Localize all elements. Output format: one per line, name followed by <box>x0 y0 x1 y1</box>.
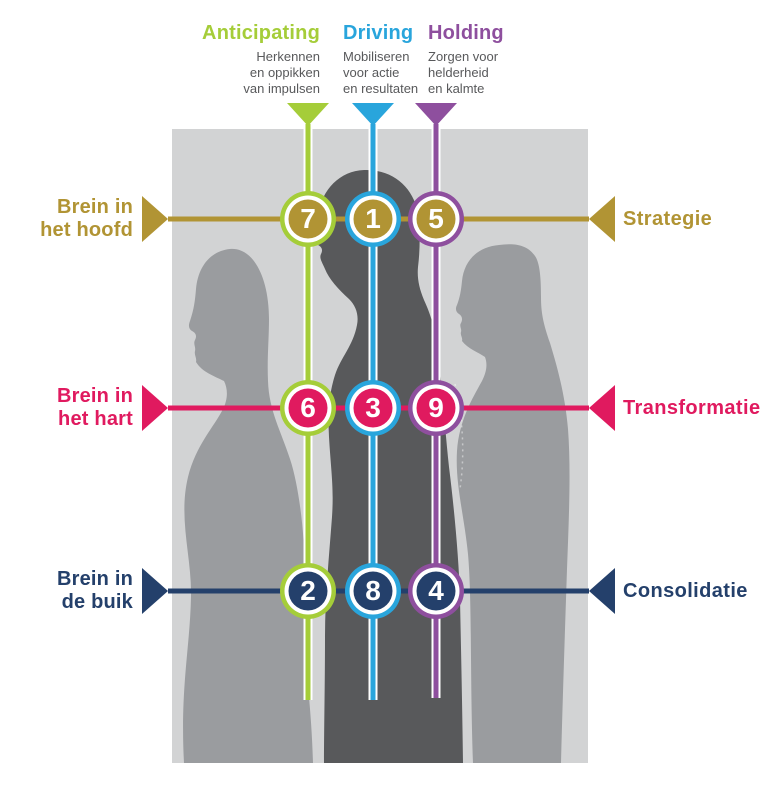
disk <box>353 388 393 428</box>
cell-circle-1 <box>345 191 401 247</box>
label-line: de buik <box>61 591 133 613</box>
cell-number: 5 <box>428 203 444 234</box>
description-line: en kalmte <box>428 81 485 96</box>
left-person-silhouette <box>183 248 313 763</box>
column-header-driving: Driving Mobiliseren voor actie en result… <box>343 21 418 97</box>
cell-number: 7 <box>300 203 316 234</box>
column-header-holding: Holding Zorgen voor helderheid en kalmte <box>428 21 504 97</box>
description-line: Zorgen voor <box>428 49 499 64</box>
right-person-silhouette <box>455 244 570 763</box>
holding-triangle-icon <box>415 103 457 126</box>
disk <box>416 388 456 428</box>
cell-circle-7 <box>280 191 336 247</box>
column-header-anticipating: Anticipating Herkennen en oppikken van i… <box>202 21 320 97</box>
description-line: van impulsen <box>243 81 320 96</box>
row-label-brein-in-het-hoofd: Brein in het hoofd <box>40 196 133 242</box>
disk <box>288 571 328 611</box>
label-line: het hoofd <box>40 219 133 241</box>
driving-triangle-icon <box>352 103 394 126</box>
anticipating-triangle-icon <box>287 103 329 126</box>
description-line: en oppikken <box>249 65 320 80</box>
cell-circle-2 <box>280 563 336 619</box>
description-line: voor actie <box>343 65 400 80</box>
cell-circle-3 <box>345 380 401 436</box>
cell-number: 3 <box>365 392 381 423</box>
holding-description: Zorgen voor helderheid en kalmte <box>428 49 504 97</box>
strategie-left-arrow-icon <box>142 196 168 242</box>
strategie-right-arrow-icon <box>589 196 615 242</box>
anticipating-description: Herkennen en oppikken van impulsen <box>202 49 320 97</box>
transformatie-left-arrow-icon <box>142 385 168 431</box>
label-line: Brein in <box>56 385 133 407</box>
description-line: Herkennen <box>256 49 320 64</box>
cell-number: 9 <box>428 392 444 423</box>
row-label-strategie: Strategie <box>623 208 713 230</box>
driving-description: Mobiliseren voor actie en resultaten <box>343 49 418 97</box>
anticipating-title: Anticipating <box>202 22 320 44</box>
cell-number: 2 <box>300 575 316 606</box>
description-line: helderheid <box>428 65 489 80</box>
cell-circle-5 <box>408 191 464 247</box>
label-line: het hart <box>58 408 133 430</box>
row-label-brein-in-het-hart: Brein in het hart <box>57 385 133 431</box>
cell-number: 1 <box>365 203 381 234</box>
label-line: Brein in <box>56 568 133 590</box>
consolidatie-right-arrow-icon <box>589 568 615 614</box>
disk <box>353 199 393 239</box>
holding-title: Holding <box>428 22 504 44</box>
cell-circle-9 <box>408 380 464 436</box>
consolidatie-left-arrow-icon <box>142 568 168 614</box>
label-line: Brein in <box>56 196 133 218</box>
disk <box>288 199 328 239</box>
cell-circle-6 <box>280 380 336 436</box>
row-label-transformatie: Transformatie <box>623 397 761 419</box>
description-line: en resultaten <box>343 81 419 96</box>
cell-circle-4 <box>408 563 464 619</box>
cell-number: 6 <box>300 392 316 423</box>
cell-number: 8 <box>365 575 381 606</box>
cell-circle-8 <box>345 563 401 619</box>
description-line: Mobiliseren <box>343 49 410 64</box>
disk <box>416 571 456 611</box>
row-label-consolidatie: Consolidatie <box>623 580 748 602</box>
driving-title: Driving <box>343 22 414 44</box>
disk <box>353 571 393 611</box>
disk <box>416 199 456 239</box>
cell-number: 4 <box>428 575 444 606</box>
transformatie-right-arrow-icon <box>589 385 615 431</box>
row-label-brein-in-de-buik: Brein in de buik <box>57 568 133 614</box>
disk <box>288 388 328 428</box>
